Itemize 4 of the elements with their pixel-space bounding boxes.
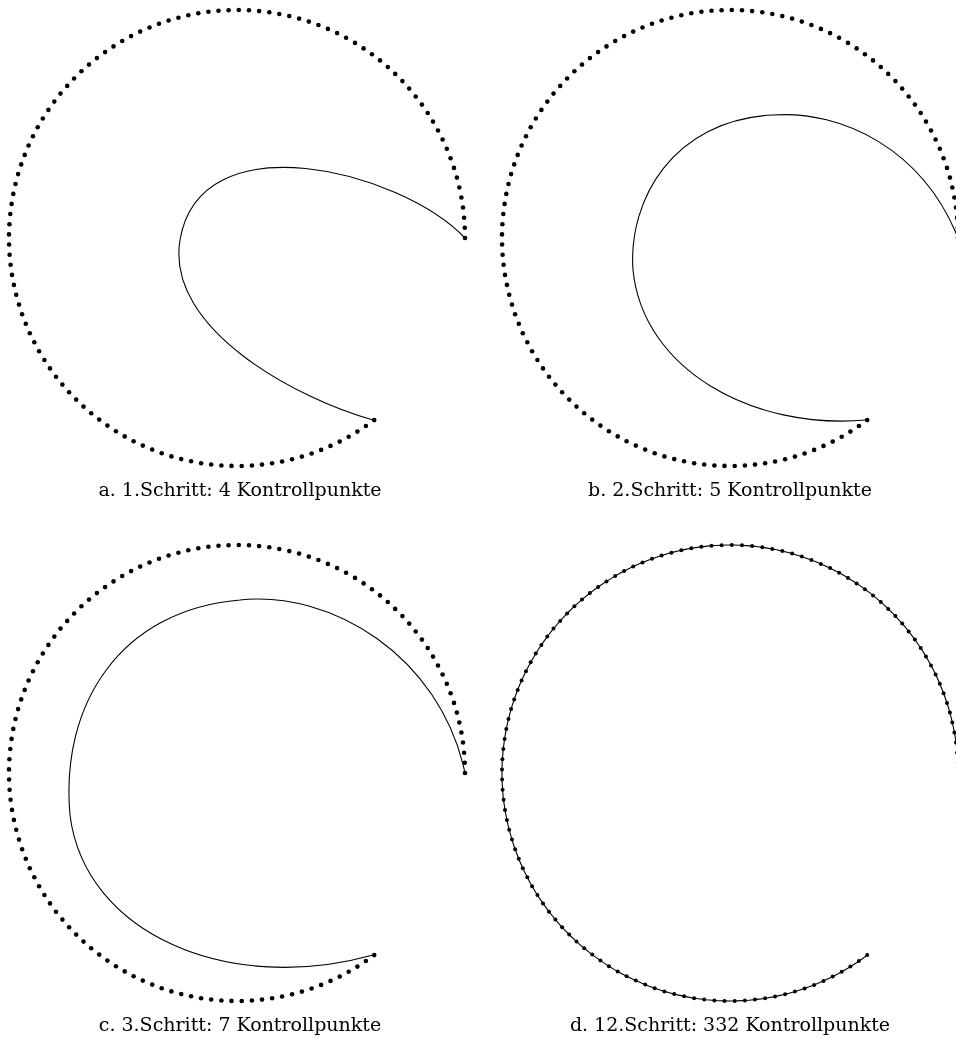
caption: c. 3.Schritt: 7 Kontrollpunkte <box>98 1013 382 1035</box>
caption: b. 2.Schritt: 5 Kontrollpunkte <box>588 478 872 500</box>
caption: d. 12.Schritt: 332 Kontrollpunkte <box>569 1013 891 1035</box>
caption: a. 1.Schritt: 4 Kontrollpunkte <box>98 478 382 500</box>
